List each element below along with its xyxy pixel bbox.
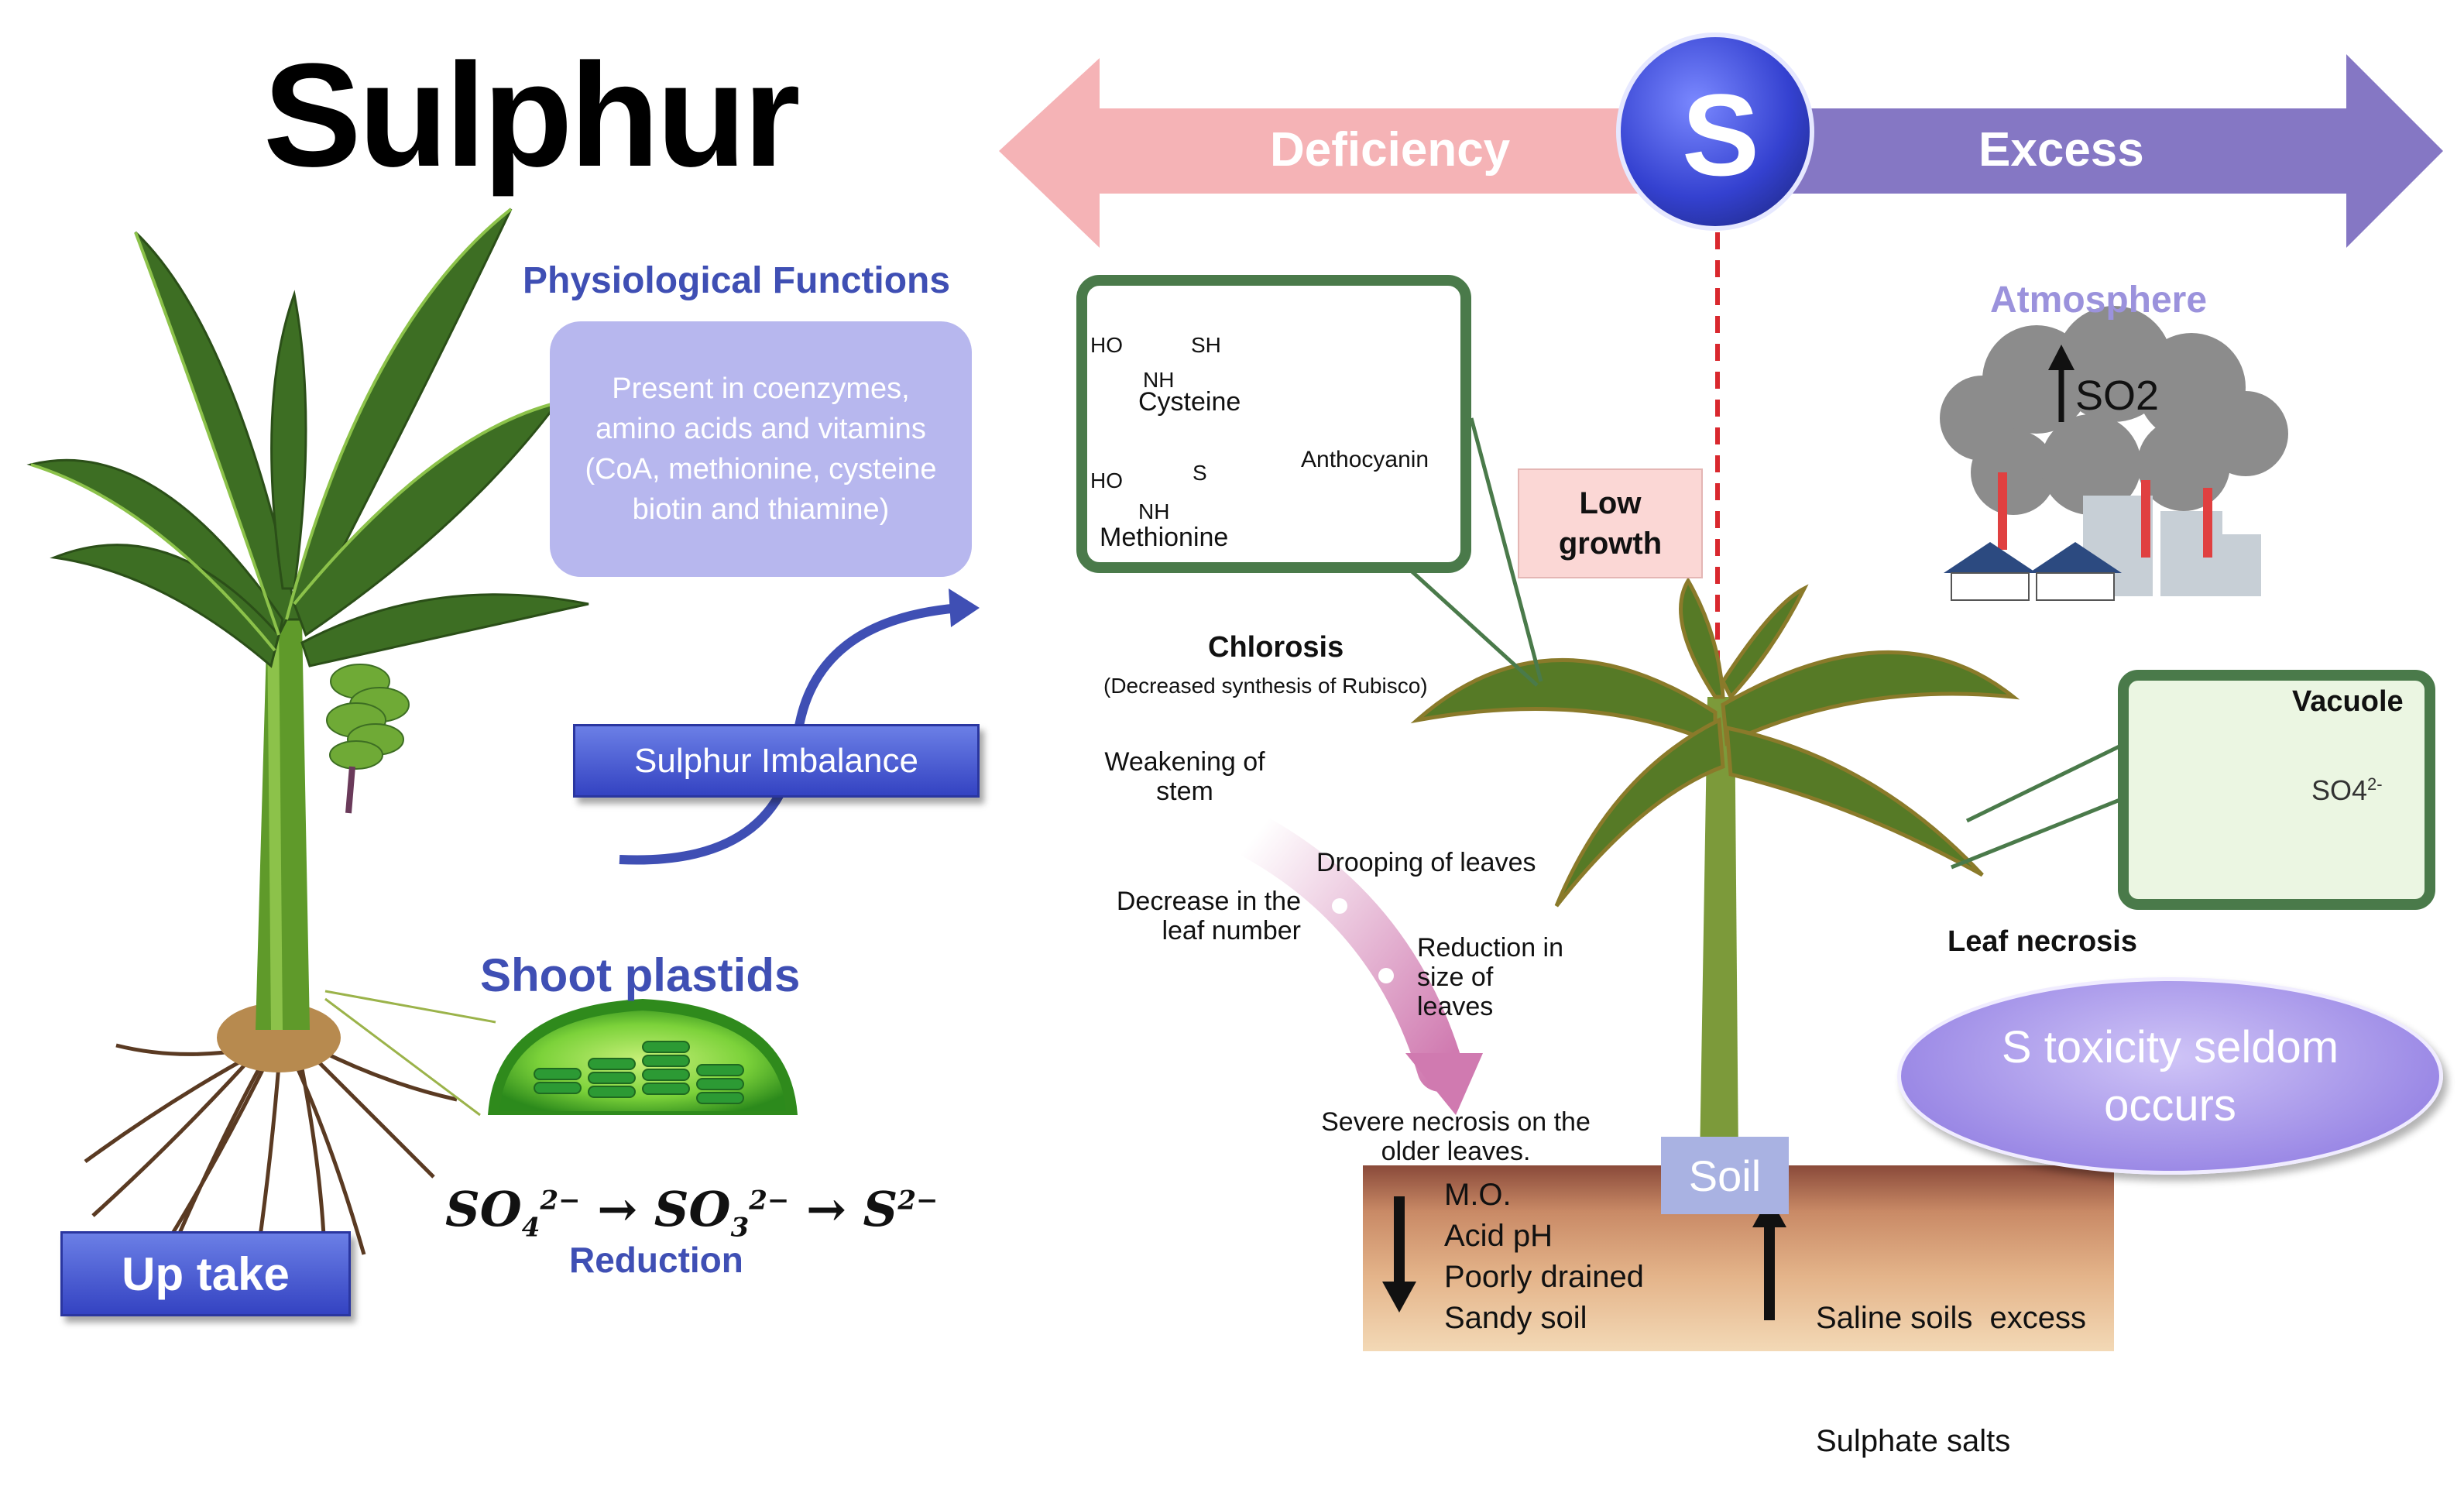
vacuole-label: Vacuole (2292, 685, 2404, 718)
sulphur-circle (1616, 33, 1814, 231)
soil-left-item: M.O. (1444, 1178, 1512, 1212)
symptom-severe-necrosis: Severe necrosis on the older leaves. (1321, 1107, 1591, 1166)
cysteine-nh-label: NH (1143, 368, 1175, 392)
reduction-label: Reduction (569, 1240, 743, 1280)
formula-sulfide-sup: 2− (897, 1185, 939, 1216)
chloroplast-illustration (488, 999, 798, 1115)
formula-arrow-2: → (805, 1181, 846, 1237)
symptom-curve-arrow (1231, 813, 1464, 1092)
deficient-banana-plant (1410, 577, 2020, 1162)
excess-label: Excess (1978, 123, 2144, 177)
sulfate-ion-charge: 2- (2367, 774, 2383, 794)
soil-right-item: Sulphate salts (1816, 1424, 2011, 1458)
formula-sulfate-sub: 4 (521, 1212, 541, 1244)
symptom-decrease-leaf-number: Decrease in the leaf number (1116, 887, 1301, 945)
cysteine-label: Cysteine (1138, 387, 1241, 417)
formula-sulfate-sup: 2− (540, 1185, 581, 1216)
low-growth-label: Low growth (1518, 468, 1703, 578)
methionine-label: Methionine (1100, 523, 1229, 552)
shoot-plastids-heading: Shoot plastids (480, 949, 801, 1001)
physiological-functions-box: Present in coenzymes, amino acids and vi… (550, 321, 972, 577)
so2-label: SO2 (2075, 372, 2160, 419)
symptom-drooping-leaves: Drooping of leaves (1316, 848, 1536, 877)
vacuole-panel (2118, 670, 2435, 910)
page-title: Sulphur (263, 33, 801, 197)
soil-left-item: Poorly drained (1444, 1260, 1644, 1294)
chlorosis-label: Chlorosis (1208, 631, 1344, 664)
methionine-s-label: S (1193, 461, 1207, 485)
symptom-reduction-leaf-size: Reduction in size of leaves (1417, 933, 1564, 1021)
reduction-formula: SO42− → SO32− → S2− (445, 1181, 938, 1243)
symptom-curve-dots (1332, 898, 1394, 983)
formula-sulfate: SO (445, 1181, 522, 1237)
symptom-weakening-stem: Weakening of stem (1104, 747, 1265, 806)
plastid-connector-lines (324, 990, 496, 1117)
leaf-necrosis-label: Leaf necrosis (1948, 925, 2137, 958)
soil-left-list: M.O. Acid pH Poorly drained Sandy soil (1444, 1175, 1644, 1339)
sulphur-symbol: S (1682, 70, 1760, 200)
formula-sulfite: SO (654, 1181, 731, 1237)
sulfate-ion-label: SO42- (2311, 774, 2383, 807)
formula-arrow-1: → (597, 1181, 638, 1237)
factory-smoke-illustration (1940, 306, 2288, 601)
soil-down-arrow (1382, 1196, 1416, 1313)
sulfate-ion-text: SO4 (2311, 774, 2368, 806)
atmosphere-label: Atmosphere (1990, 280, 2208, 321)
chlorosis-note: (Decreased synthesis of Rubisco) (1103, 674, 1428, 698)
methionine-ho-label: HO (1090, 468, 1123, 492)
soil-right-list: Saline soils excess Sulphate salts (1816, 1216, 2086, 1503)
soil-right-item: Saline soils excess (1816, 1301, 2087, 1335)
deficiency-label: Deficiency (1270, 123, 1511, 177)
cysteine-ho-label: HO (1090, 333, 1123, 357)
formula-sulfite-sub: 3 (730, 1212, 750, 1244)
soil-tag: Soil (1661, 1137, 1789, 1214)
soil-left-item: Acid pH (1444, 1219, 1553, 1253)
molecule-panel (1076, 275, 1471, 573)
physiological-functions-heading: Physiological Functions (523, 260, 951, 301)
formula-sulfide: S (863, 1181, 898, 1237)
formula-sulfite-sup: 2− (749, 1185, 790, 1216)
sulphur-imbalance-label: Sulphur Imbalance (573, 724, 980, 798)
methionine-nh-label: NH (1138, 499, 1170, 523)
banana-plant-illustration (26, 208, 589, 1287)
low-growth-text: Low growth (1558, 486, 1663, 561)
cysteine-sh-label: SH (1191, 333, 1221, 357)
soil-left-item: Sandy soil (1444, 1301, 1587, 1335)
anthocyanin-label: Anthocyanin (1301, 447, 1429, 472)
deficiency-arrow (999, 58, 1704, 248)
toxicity-text: S toxicity seldom occurs (2001, 1021, 2339, 1131)
excess-arrow (1704, 54, 2443, 248)
physiological-functions-text: Present in coenzymes, amino acids and vi… (585, 372, 937, 526)
uptake-label: Up take (60, 1231, 351, 1316)
leaf-callout-lines (1408, 417, 2127, 870)
toxicity-bubble: S toxicity seldom occurs (1897, 977, 2443, 1175)
